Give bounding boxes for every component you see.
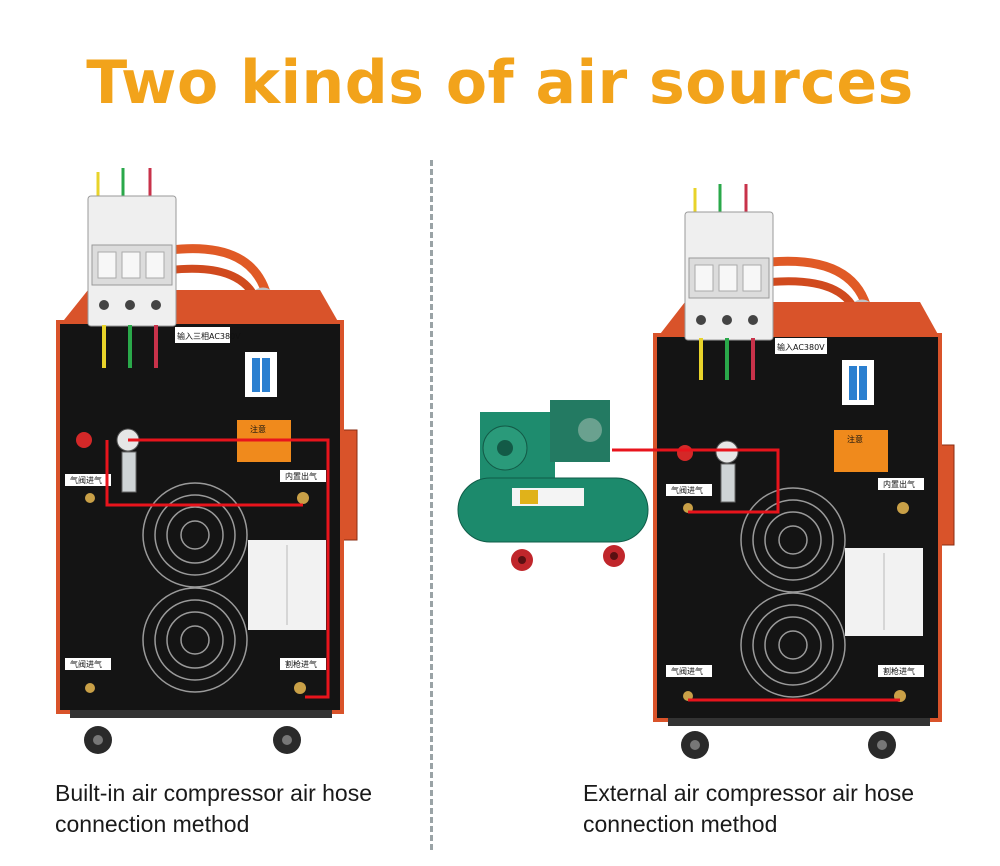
right-warning-title: 注意 [847, 434, 863, 444]
air-compressor [457, 400, 649, 571]
right-caption: External air compressor air hose connect… [583, 780, 915, 837]
right-label-valve: 气阀进气 [671, 485, 703, 495]
right-label-internal: 内置出气 [883, 479, 915, 489]
right-label-valve-bottom: 气阀进气 [671, 666, 703, 676]
left-caption: Built-in air compressor air hose connect… [55, 780, 373, 837]
right-label-gun: 割枪进气 [883, 666, 915, 676]
page-title: Two kinds of air sources [86, 48, 914, 118]
dashed-divider [430, 160, 433, 850]
left-label-valve-bottom: 气阀进气 [70, 659, 102, 669]
right-input-label: 输入AC380V [777, 342, 825, 352]
left-label-valve: 气阀进气 [70, 475, 102, 485]
left-label-gun: 割枪进气 [285, 659, 317, 669]
left-label-internal: 内置出气 [285, 471, 317, 481]
left-machine: 输入三相AC380V 注意 气阀进气 内置出气 气阀进气 割枪进气 [56, 168, 358, 754]
right-machine: 输入AC380V 注意 气阀进气 内置出气 气阀进气 割枪进气 [612, 184, 955, 759]
left-input-label: 输入三相AC380V [177, 331, 241, 341]
left-warning-title: 注意 [250, 424, 266, 434]
